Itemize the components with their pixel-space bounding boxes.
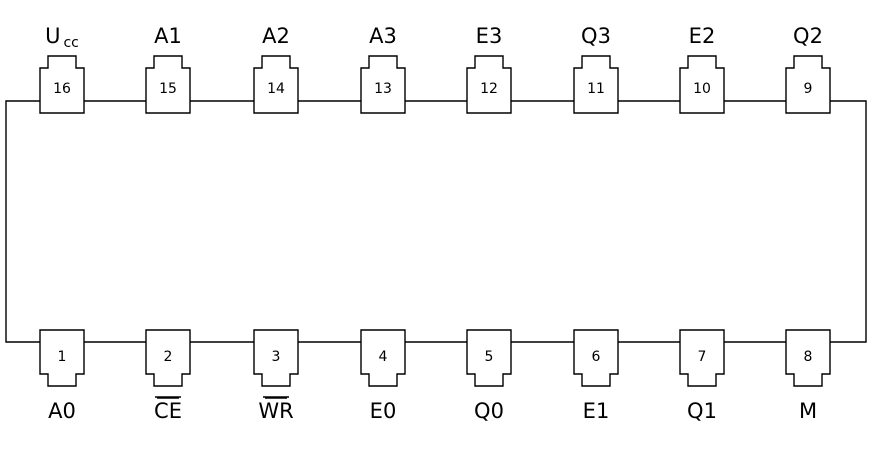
- pin-label-text: A2: [262, 24, 290, 48]
- pin-body: [360, 55, 406, 114]
- pin-label-text: M: [799, 399, 817, 423]
- pin-body: [573, 55, 619, 114]
- pin-label-text: Q2: [793, 24, 823, 48]
- pin-number: 10: [693, 81, 711, 97]
- pin-number: 1: [58, 349, 67, 365]
- pin-number: 12: [480, 81, 498, 97]
- chip-outline: [5, 100, 867, 343]
- pin-label-text: E3: [476, 24, 503, 48]
- pin-number: 4: [379, 349, 388, 365]
- pin-number: 6: [592, 349, 601, 365]
- pin-body: [466, 55, 512, 114]
- pin-7: 7Q1: [679, 329, 725, 423]
- pin-number: 8: [804, 349, 813, 365]
- pin-4: 4E0: [360, 329, 406, 423]
- pin-body: [253, 329, 299, 387]
- pin-9: 9 Q2: [785, 24, 831, 114]
- pin-number: 9: [804, 81, 813, 97]
- pin-body: [679, 329, 725, 387]
- pin-body: [466, 329, 512, 387]
- pin-label: Q0: [474, 399, 504, 423]
- pin-label: E1: [583, 399, 610, 423]
- pin-label-text: Q0: [474, 399, 504, 423]
- pin-body: [145, 329, 191, 387]
- pin-label-subscript: cc: [63, 35, 78, 51]
- pin-label: Q2: [793, 24, 823, 48]
- pin-label-text: U: [45, 24, 60, 48]
- pin-10: 10 E2: [679, 24, 725, 114]
- pin-label: CE: [154, 399, 182, 423]
- pin-label-text: Q3: [581, 24, 611, 48]
- pin-12: 12 E3: [466, 24, 512, 114]
- pin-label: A0: [48, 399, 76, 423]
- pin-label-text: E2: [689, 24, 716, 48]
- pin-label-text: CE: [154, 399, 182, 423]
- pin-body: [39, 329, 85, 387]
- pin-label-text: A3: [369, 24, 397, 48]
- pin-label: E3: [476, 24, 503, 48]
- pin-body: [360, 329, 406, 387]
- pin-body: [39, 55, 85, 114]
- pin-label: E0: [370, 399, 397, 423]
- chip-side-edges: [5, 100, 867, 343]
- pin-label-text: WR: [258, 399, 293, 423]
- pin-13: 13 A3: [360, 24, 406, 114]
- pin-8: 8M: [785, 329, 831, 423]
- pin-number: 7: [698, 349, 707, 365]
- pin-body: [785, 55, 831, 114]
- pin-number: 15: [159, 81, 177, 97]
- pin-number: 5: [485, 349, 494, 365]
- pin-label: Q1: [687, 399, 717, 423]
- pin-label: A2: [262, 24, 290, 48]
- pin-label: WR: [258, 399, 293, 423]
- pin-label: E2: [689, 24, 716, 48]
- pin-label: A1: [154, 24, 182, 48]
- pin-body: [785, 329, 831, 387]
- pin-body: [253, 55, 299, 114]
- pin-1: 1A0: [39, 329, 85, 423]
- pin-label-text: A0: [48, 399, 76, 423]
- pin-number: 13: [374, 81, 392, 97]
- pin-label: Q3: [581, 24, 611, 48]
- pin-15: 15 A1: [145, 24, 191, 114]
- pin-label-text: A1: [154, 24, 182, 48]
- pin-number: 16: [53, 81, 71, 97]
- pin-label: M: [799, 399, 817, 423]
- pin-number: 2: [164, 349, 173, 365]
- pin-body: [679, 55, 725, 114]
- pin-5: 5Q0: [466, 329, 512, 423]
- pin-body: [145, 55, 191, 114]
- pin-label: A3: [369, 24, 397, 48]
- pin-3: 3WR: [253, 329, 299, 423]
- pin-6: 6E1: [573, 329, 619, 423]
- pin-number: 11: [587, 81, 605, 97]
- pin-label-text: E0: [370, 399, 397, 423]
- pin-number: 14: [267, 81, 285, 97]
- pin-11: 11 Q3: [573, 24, 619, 114]
- pin-2: 2CE: [145, 329, 191, 423]
- pin-body: [573, 329, 619, 387]
- pin-label-text: Q1: [687, 399, 717, 423]
- pin-label-text: E1: [583, 399, 610, 423]
- pin-14: 14 A2: [253, 24, 299, 114]
- pin-number: 3: [272, 349, 281, 365]
